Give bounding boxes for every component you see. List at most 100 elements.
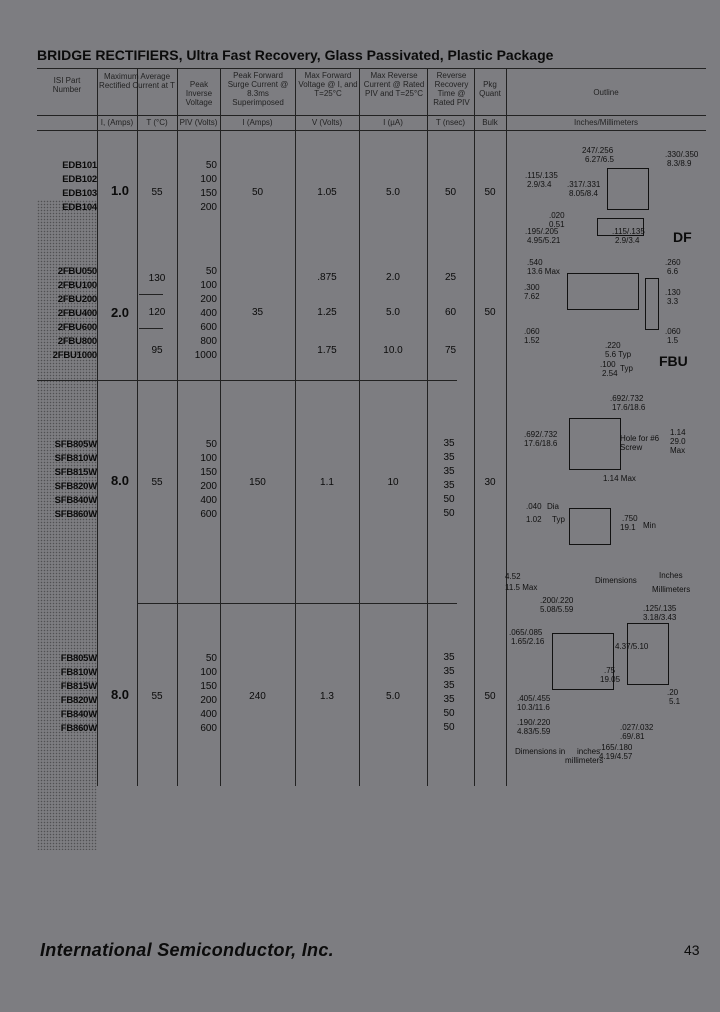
reverse-current: 10 <box>387 477 399 488</box>
piv-value: 100 <box>200 174 217 185</box>
dim-label: .195/.205 <box>525 227 559 236</box>
unit-surge: I (Amps) <box>242 118 273 127</box>
piv-value: 50 <box>205 266 217 277</box>
fb-package-body <box>552 633 614 690</box>
unit-trr: T (nsec) <box>435 118 466 127</box>
dim-label: 17.6/18.6 <box>612 403 646 412</box>
recovery-time: 35 <box>443 438 455 449</box>
dim-label: .130 <box>665 288 681 297</box>
recovery-time: 50 <box>443 508 455 519</box>
dim-label: .027/.032 <box>620 723 654 732</box>
forward-voltage: 1.3 <box>320 691 334 702</box>
dim-label: .405/.455 <box>517 694 551 703</box>
dim-label: 1.02 <box>526 515 542 524</box>
dim-label: 2.54 <box>602 369 618 378</box>
dim-label: Dimensions <box>595 576 637 585</box>
dim-label: .540 <box>527 258 543 267</box>
part-number: EDB104 <box>62 202 97 213</box>
dim-label: .125/.135 <box>643 604 677 613</box>
surge-current: 150 <box>249 477 266 488</box>
spec-table: ISI Part Number Maximum Average Rectifie… <box>37 68 706 850</box>
dim-label: .220 <box>605 341 621 350</box>
header-surge-current: Peak Forward Surge Current @ 8.3ms Super… <box>227 71 289 107</box>
package-quantity: 50 <box>484 691 496 702</box>
part-number: SFB815W <box>54 467 98 478</box>
part-number: 2FBU400 <box>57 308 97 319</box>
piv-value: 50 <box>205 653 217 664</box>
dim-label: .040 <box>526 502 542 511</box>
company-name: International Semiconductor, Inc. <box>40 940 334 960</box>
part-number: FB860W <box>60 723 97 734</box>
group-separator <box>139 328 163 329</box>
package-name-fbu: FBU <box>659 353 688 369</box>
dim-label: .020 <box>549 211 565 220</box>
part-number: FB810W <box>60 667 97 678</box>
rated-current: 2.0 <box>110 305 130 320</box>
col-rule <box>474 68 475 786</box>
table-top-rule <box>37 68 706 69</box>
part-number: 2FBU050 <box>57 266 97 277</box>
dim-label: 5.08/5.59 <box>540 605 574 614</box>
dim-label: 1.52 <box>524 336 540 345</box>
dim-label: Dimensions in <box>515 747 566 756</box>
dim-label: .165/.180 <box>599 743 633 752</box>
dim-label: .692/.732 <box>610 394 644 403</box>
header-rule <box>37 115 706 116</box>
fbu-package-side <box>645 278 659 330</box>
header-outline: Outline <box>593 88 619 97</box>
surge-current: 240 <box>249 691 266 702</box>
reverse-current: 10.0 <box>383 345 403 356</box>
dim-label: 6.6 <box>667 267 679 276</box>
dim-label: .100 <box>600 360 616 369</box>
piv-value: 100 <box>200 453 217 464</box>
piv-value: 400 <box>200 308 217 319</box>
recovery-time: 50 <box>444 187 457 198</box>
dim-label: 29.0 <box>670 437 686 446</box>
dim-label: Max <box>670 446 686 455</box>
dim-label: .260 <box>665 258 681 267</box>
dim-label: 3.18/3.43 <box>643 613 677 622</box>
recovery-time: 25 <box>444 272 457 283</box>
units-rule <box>37 130 706 131</box>
group-divider <box>137 603 457 604</box>
dim-label: 11.5 Max <box>505 583 538 592</box>
header-recovery-time: Reverse Recovery Time @ Rated PIV <box>433 71 470 107</box>
fbu-package-body <box>567 273 639 310</box>
dim-label: 4.37/5.10 <box>615 642 649 651</box>
dim-label: 0.51 <box>549 220 565 229</box>
package-quantity: 50 <box>484 187 496 198</box>
reverse-current: 5.0 <box>386 691 400 702</box>
header-forward-voltage: Max Forward Voltage @ I, and T=25°C <box>298 71 358 98</box>
dim-label: 4.83/5.59 <box>517 727 551 736</box>
dim-label: 19.05 <box>600 675 621 684</box>
dim-label: 2.9/3.4 <box>527 180 552 189</box>
col-rule <box>359 68 360 786</box>
piv-value: 150 <box>200 467 217 478</box>
forward-voltage: .875 <box>317 272 337 283</box>
piv-value: 150 <box>200 188 217 199</box>
dim-label: .065/.085 <box>509 628 543 637</box>
piv-value: 400 <box>200 709 217 720</box>
package-name-df: DF <box>673 229 692 245</box>
forward-voltage: 1.25 <box>317 307 337 318</box>
piv-value: 100 <box>200 667 217 678</box>
dim-label: 17.6/18.6 <box>524 439 558 448</box>
recovery-time: 35 <box>443 694 455 705</box>
rated-current: 8.0 <box>110 687 130 702</box>
recovery-time: 75 <box>444 345 457 356</box>
piv-value: 200 <box>200 481 217 492</box>
package-quantity: 30 <box>484 477 496 488</box>
piv-value: 50 <box>205 160 217 171</box>
dim-label: 4.95/5.21 <box>527 236 561 245</box>
dim-label: 8.05/8.4 <box>569 189 598 198</box>
part-number: 2FBU200 <box>57 294 97 305</box>
part-number: FB820W <box>60 695 97 706</box>
piv-value: 200 <box>200 294 217 305</box>
dim-label: 2.9/3.4 <box>615 236 640 245</box>
dim-label: .20 <box>667 688 679 697</box>
reverse-current: 2.0 <box>386 272 400 283</box>
dim-label: Typ <box>552 515 565 524</box>
col-rule <box>97 68 98 786</box>
recovery-time: 35 <box>443 652 455 663</box>
recovery-time: 60 <box>444 307 457 318</box>
